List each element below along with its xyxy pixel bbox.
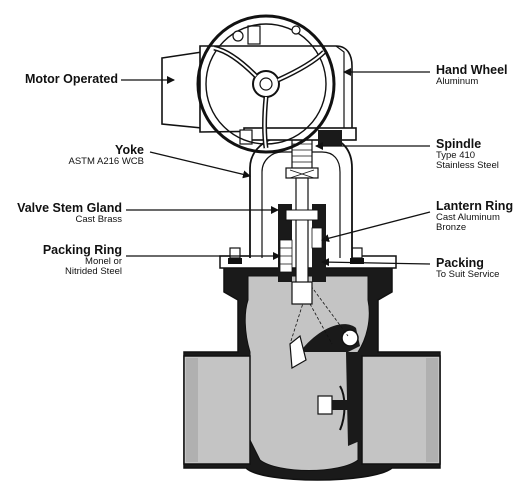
callout-subtitle: Cast Aluminum: [436, 212, 500, 224]
callout-subtitle: To Suit Service: [436, 269, 500, 281]
leader-lantern-ring: [321, 211, 431, 243]
callout-subtitle: ASTM A216 WCB: [68, 156, 145, 168]
callout-subtitle: Nitrided Steel: [64, 266, 122, 278]
callout-title: Yoke: [115, 143, 144, 157]
callout-spindle: Spindle Type 410 Stainless Steel: [436, 137, 520, 172]
callout-title: Hand Wheel: [436, 63, 508, 77]
leader-yoke: [149, 151, 251, 179]
callout-packing: Packing To Suit Service: [436, 256, 520, 281]
callout-subtitle: Bronze: [436, 222, 467, 234]
callout-subtitle: Cast Brass: [75, 214, 122, 226]
valve-body: [183, 247, 441, 481]
callout-hand-wheel: Hand Wheel Aluminum: [436, 63, 520, 88]
callout-title: Spindle: [436, 137, 482, 151]
callout-lantern-ring: Lantern Ring Cast Aluminum Bronze: [436, 199, 520, 234]
hand-wheel: [196, 14, 336, 154]
callout-title: Packing Ring: [42, 243, 122, 257]
callout-subtitle: Stainless Steel: [436, 160, 499, 172]
callout-packing-ring: Packing Ring Monel or Nitrided Steel: [2, 243, 122, 278]
leader-lines: [121, 68, 431, 267]
callout-subtitle: Type 410: [436, 150, 476, 162]
callout-motor-operated: Motor Operated: [6, 72, 118, 86]
callout-subtitle: Aluminum: [436, 76, 479, 88]
callout-title: Valve Stem Gland: [17, 201, 122, 215]
callout-title: Motor Operated: [24, 72, 118, 86]
callout-title: Lantern Ring: [436, 199, 514, 213]
callout-valve-stem-gland: Valve Stem Gland Cast Brass: [2, 201, 122, 226]
callout-subtitle: Monel or: [85, 256, 122, 268]
spindle-assembly: [278, 137, 326, 305]
callout-title: Packing: [436, 256, 484, 270]
leader-packing: [321, 258, 431, 267]
callout-yoke: Yoke ASTM A216 WCB: [20, 143, 145, 168]
